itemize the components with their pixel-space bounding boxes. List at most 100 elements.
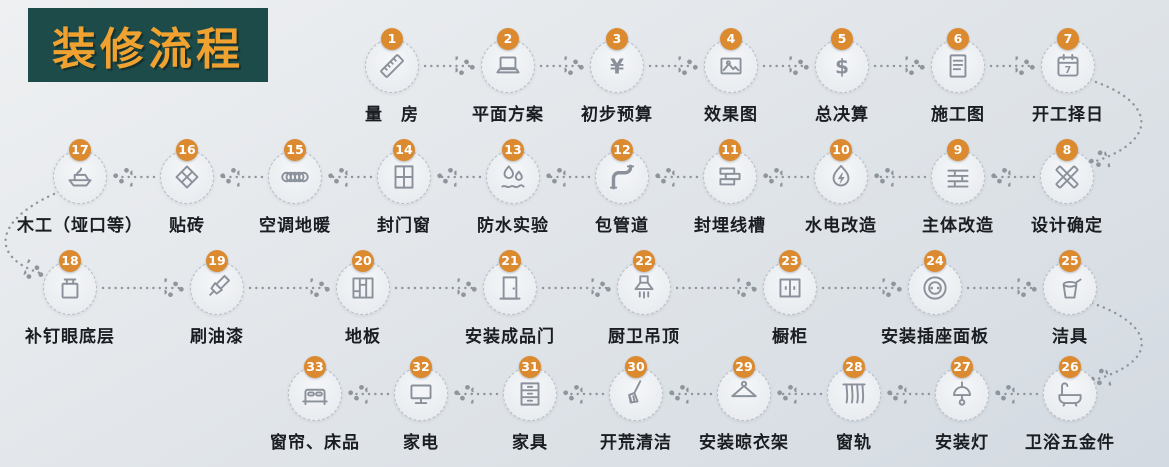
furniture-icon	[520, 382, 540, 406]
step-5: 5 $ 总决算	[772, 26, 912, 125]
step-number-badge: 18	[59, 250, 81, 272]
step-number-badge: 8	[1056, 139, 1078, 161]
step-number-badge: 33	[304, 356, 326, 378]
step-number-badge: 7	[1057, 28, 1079, 50]
step-number-badge: 31	[519, 356, 541, 378]
step-number-badge: 6	[947, 28, 969, 50]
step-label: 包管道	[595, 216, 649, 236]
step-label: 开荒清洁	[600, 433, 672, 453]
step-label: 平面方案	[472, 105, 544, 125]
step-33: 33 窗帘、床品	[245, 354, 385, 453]
step-label: 卫浴五金件	[1025, 433, 1115, 453]
step-3: 3 ¥ 初步预算	[547, 26, 687, 125]
step-number-badge: 28	[843, 356, 865, 378]
step-label: 厨卫吊顶	[608, 327, 680, 347]
step-label: 窗帘、床品	[270, 433, 360, 453]
step-label: 水电改造	[805, 216, 877, 236]
heating-coil-icon	[281, 171, 309, 183]
step-1: 1 量 房	[322, 26, 462, 125]
bathtub-icon	[1058, 382, 1082, 407]
step-19: 19 刷油漆	[147, 248, 287, 347]
step-number-badge: 23	[779, 250, 801, 272]
wood-plane-icon	[68, 167, 92, 187]
dollar-icon: $	[835, 54, 849, 78]
step-label: 橱柜	[772, 327, 808, 347]
step-number-badge: 1	[381, 28, 403, 50]
wall-icon	[947, 169, 969, 188]
step-number-badge: 27	[951, 356, 973, 378]
step-label: 开工择日	[1032, 105, 1104, 125]
image-icon	[720, 57, 742, 75]
step-number-badge: 24	[924, 250, 946, 272]
step-label: 封埋线槽	[694, 216, 766, 236]
step-number-badge: 32	[410, 356, 432, 378]
step-10: 10 水电改造	[771, 137, 911, 236]
step-number-badge: 17	[69, 139, 91, 161]
step-number-badge: 9	[947, 139, 969, 161]
step-label: 安装灯	[935, 433, 989, 453]
hanger-icon	[731, 380, 757, 398]
step-number-badge: 3	[606, 28, 628, 50]
step-label: 刷油漆	[190, 327, 244, 347]
step-number-badge: 21	[499, 250, 521, 272]
step-number-badge: 20	[352, 250, 374, 272]
lamp-icon	[953, 381, 971, 406]
step-icon-circle	[486, 150, 540, 204]
wire-slot-icon	[719, 167, 741, 186]
step-number-badge: 26	[1059, 356, 1081, 378]
step-label: 安装晾衣架	[699, 433, 789, 453]
step-label: 防水实验	[477, 216, 549, 236]
floor-icon	[352, 277, 374, 299]
ruler-icon	[380, 54, 404, 78]
step-label: 施工图	[931, 105, 985, 125]
step-label: 初步预算	[581, 105, 653, 125]
step-label: 洁具	[1052, 327, 1088, 347]
step-26: 26 卫浴五金件	[1000, 354, 1140, 453]
step-11: 11 封埋线槽	[660, 137, 800, 236]
step-icon-circle	[365, 39, 419, 93]
step-number-badge: 25	[1059, 250, 1081, 272]
waterproof-icon	[501, 165, 525, 189]
step-number-badge: 12	[611, 139, 633, 161]
door-window-icon	[394, 165, 414, 189]
sanitary-icon	[1062, 278, 1082, 299]
tile-icon	[175, 165, 199, 189]
step-number-badge: 5	[831, 28, 853, 50]
step-25: 25 洁具	[1000, 248, 1140, 347]
svg-text:¥: ¥	[610, 54, 624, 78]
step-label: 量 房	[365, 105, 419, 125]
step-label: 空调地暖	[259, 216, 331, 236]
step-label: 总决算	[815, 105, 869, 125]
step-label: 家电	[403, 433, 439, 453]
yen-icon: ¥	[610, 54, 624, 78]
step-7: 7 7 开工择日	[998, 26, 1138, 125]
curtain-rail-icon	[842, 383, 866, 404]
step-number-badge: 11	[719, 139, 741, 161]
svg-text:7: 7	[1065, 65, 1072, 76]
putty-jug-icon	[61, 278, 79, 299]
step-number-badge: 10	[830, 139, 852, 161]
page-title: 装修流程	[28, 8, 268, 82]
step-number-badge: 19	[206, 250, 228, 272]
step-6: 6 施工图	[888, 26, 1028, 125]
step-number-badge: 14	[393, 139, 415, 161]
range-hood-icon	[634, 275, 654, 299]
step-number-badge: 16	[176, 139, 198, 161]
cabinet-icon	[779, 278, 801, 298]
step-12: 12 包管道	[552, 137, 692, 236]
calendar-icon: 7	[1057, 53, 1079, 77]
